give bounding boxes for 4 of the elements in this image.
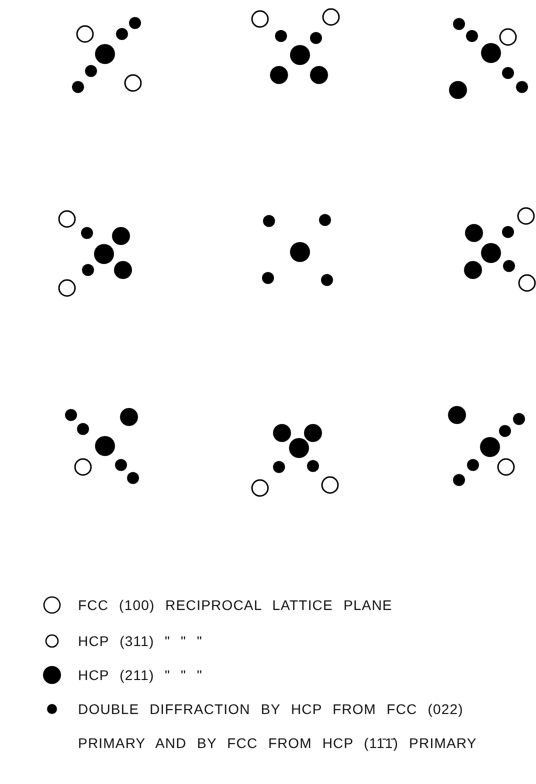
legend-text: HCP (211) " " " [78,666,204,685]
legend-text: HCP (311) " " " [78,632,204,651]
legend-text: DOUBLE DIFFRACTION BY HCP FROM FCC (022) PRIMARY AND BY FCC FROM HCP (11̄1̄) PRIMARY [78,700,478,753]
legend-text: FCC (100) RECIPROCAL LATTICE PLANE [78,596,394,615]
